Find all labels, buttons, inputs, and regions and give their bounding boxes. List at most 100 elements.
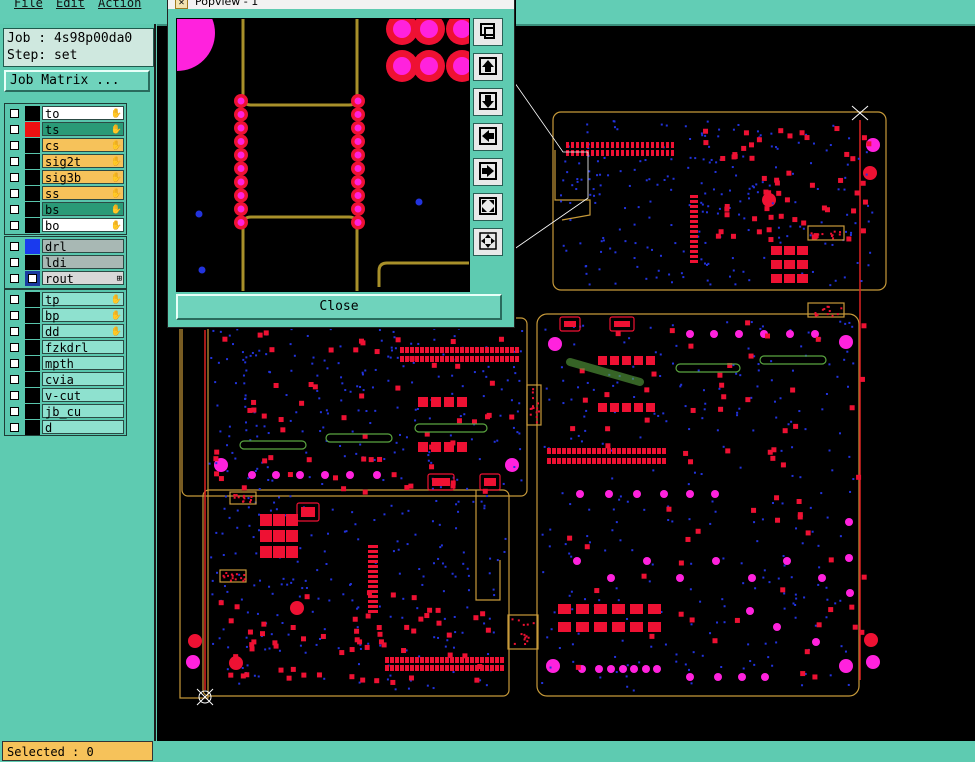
layer-name[interactable]: bp✋ (42, 308, 124, 323)
layer-name[interactable]: bo✋ (42, 218, 124, 233)
layer-color-swatch[interactable] (25, 388, 40, 403)
layer-color-swatch[interactable] (25, 324, 40, 339)
layer-color-swatch[interactable] (25, 340, 40, 355)
layer-checkbox[interactable] (10, 189, 19, 198)
layer-name[interactable]: drl (42, 239, 124, 254)
popview-canvas[interactable] (176, 18, 470, 292)
zoom-out-button[interactable] (473, 228, 503, 256)
layer-checkbox[interactable] (10, 359, 19, 368)
layer-row-sig2t[interactable]: sig2t✋ (5, 154, 126, 169)
layer-name[interactable]: ldi (42, 255, 124, 270)
layer-name[interactable]: to✋ (42, 106, 124, 121)
layer-name[interactable]: cvia (42, 372, 124, 387)
layer-color-swatch[interactable] (25, 186, 40, 201)
layer-checkbox[interactable] (10, 141, 19, 150)
layer-checkbox[interactable] (10, 205, 19, 214)
layer-row-dd[interactable]: dd✋ (5, 324, 126, 339)
layer-row-d[interactable]: d (5, 420, 126, 435)
board-shape (600, 250, 603, 253)
layer-row-ts[interactable]: ts✋ (5, 122, 126, 137)
layer-row-ss[interactable]: ss✋ (5, 186, 126, 201)
layer-color-swatch[interactable] (25, 106, 40, 121)
layer-name[interactable]: cs✋ (42, 138, 124, 153)
zoom-in-button[interactable] (473, 193, 503, 221)
popview-titlebar[interactable]: ✕ Popview - 1 (168, 0, 514, 9)
layer-name[interactable]: jb_cu (42, 404, 124, 419)
job-matrix-button[interactable]: Job Matrix ... (4, 70, 150, 92)
layer-checkbox[interactable] (10, 125, 19, 134)
layer-color-swatch[interactable] (25, 170, 40, 185)
layer-name[interactable]: fzkdrl (42, 340, 124, 355)
layer-color-swatch[interactable] (25, 372, 40, 387)
layer-row-v-cut[interactable]: v-cut (5, 388, 126, 403)
layer-name[interactable]: dd✋ (42, 324, 124, 339)
layer-name[interactable]: mpth (42, 356, 124, 371)
layer-color-swatch[interactable] (25, 308, 40, 323)
layer-color-swatch[interactable] (25, 292, 40, 307)
layer-color-swatch[interactable] (25, 356, 40, 371)
layer-color-swatch[interactable] (25, 202, 40, 217)
layer-checkbox[interactable] (10, 423, 19, 432)
menu-action[interactable]: Action (98, 0, 142, 10)
layer-checkbox[interactable] (10, 274, 19, 283)
zoom-page-button[interactable] (473, 18, 503, 46)
layer-color-swatch[interactable] (25, 122, 40, 137)
layer-name[interactable]: sig3b✋ (42, 170, 124, 185)
layer-name[interactable]: bs✋ (42, 202, 124, 217)
layer-row-cvia[interactable]: cvia (5, 372, 126, 387)
layer-checkbox[interactable] (10, 221, 19, 230)
board-shape (612, 622, 625, 632)
layer-color-swatch[interactable] (25, 271, 40, 286)
layer-checkbox[interactable] (10, 295, 19, 304)
layer-row-mpth[interactable]: mpth (5, 356, 126, 371)
layer-row-bp[interactable]: bp✋ (5, 308, 126, 323)
pan-down-button[interactable] (473, 88, 503, 116)
layer-row-tp[interactable]: tp✋ (5, 292, 126, 307)
layer-checkbox[interactable] (10, 375, 19, 384)
layer-checkbox[interactable] (10, 407, 19, 416)
layer-color-swatch[interactable] (25, 420, 40, 435)
layer-row-bs[interactable]: bs✋ (5, 202, 126, 217)
layer-name[interactable]: v-cut (42, 388, 124, 403)
close-button[interactable]: Close (176, 294, 502, 320)
layer-row-cs[interactable]: cs✋ (5, 138, 126, 153)
layer-color-swatch[interactable] (25, 218, 40, 233)
layer-checkbox[interactable] (10, 327, 19, 336)
pcb-board-view[interactable] (157, 26, 975, 741)
layer-checkbox[interactable] (10, 311, 19, 320)
menu-edit[interactable]: Edit (56, 0, 85, 10)
layer-name[interactable]: ss✋ (42, 186, 124, 201)
layer-checkbox[interactable] (10, 173, 19, 182)
layer-checkbox[interactable] (10, 343, 19, 352)
layer-row-fzkdrl[interactable]: fzkdrl (5, 340, 126, 355)
layer-color-swatch[interactable] (25, 255, 40, 270)
layer-row-rout[interactable]: rout⊞ (5, 271, 126, 286)
layer-color-swatch[interactable] (25, 154, 40, 169)
layer-name[interactable]: ts✋ (42, 122, 124, 137)
layer-row-bo[interactable]: bo✋ (5, 218, 126, 233)
board-shape (770, 132, 773, 135)
layer-checkbox[interactable] (10, 242, 19, 251)
layer-name[interactable]: tp✋ (42, 292, 124, 307)
layer-row-jb_cu[interactable]: jb_cu (5, 404, 126, 419)
layer-row-to[interactable]: to✋ (5, 106, 126, 121)
layer-color-swatch[interactable] (25, 404, 40, 419)
pan-right-button[interactable] (473, 158, 503, 186)
layer-name[interactable]: sig2t✋ (42, 154, 124, 169)
layer-checkbox[interactable] (10, 109, 19, 118)
layer-row-sig3b[interactable]: sig3b✋ (5, 170, 126, 185)
pan-up-button[interactable] (473, 53, 503, 81)
menu-file[interactable]: File (14, 0, 43, 10)
layer-checkbox[interactable] (10, 258, 19, 267)
pan-left-button[interactable] (473, 123, 503, 151)
layer-name[interactable]: rout⊞ (42, 271, 124, 286)
layer-row-drl[interactable]: drl (5, 239, 126, 254)
layer-name[interactable]: d (42, 420, 124, 435)
layer-color-swatch[interactable] (25, 239, 40, 254)
board-shape (445, 356, 449, 362)
board-shape (664, 643, 667, 646)
layer-checkbox[interactable] (10, 391, 19, 400)
layer-color-swatch[interactable] (25, 138, 40, 153)
layer-row-ldi[interactable]: ldi (5, 255, 126, 270)
layer-checkbox[interactable] (10, 157, 19, 166)
